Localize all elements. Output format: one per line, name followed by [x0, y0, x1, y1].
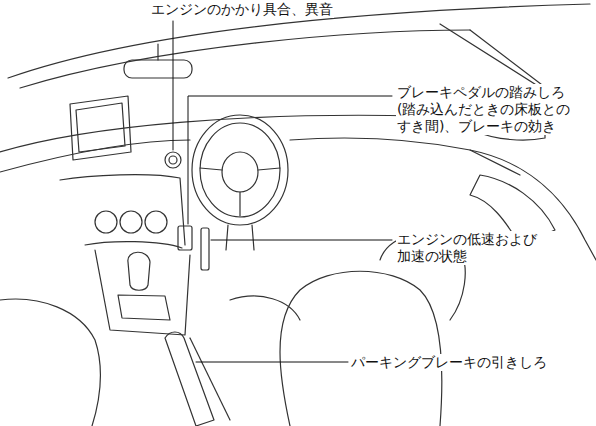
shift-lever [128, 252, 150, 290]
seat-cushion [230, 296, 300, 320]
start-button [165, 152, 181, 168]
parking-brake-lever [165, 332, 214, 426]
steering-spokes [200, 168, 280, 216]
center-stack-lower [85, 242, 182, 248]
display-screen [70, 96, 131, 160]
brake-pedal [178, 226, 192, 250]
callout-label: パーキングブレーキの引きしろ [350, 354, 548, 371]
steering-column [226, 225, 254, 250]
dashboard-right [290, 138, 520, 175]
rear-mirror [124, 60, 192, 78]
leader-line [188, 96, 392, 224]
display-inner [76, 103, 125, 152]
steering-hub [222, 152, 258, 192]
start-button-inner [169, 156, 177, 164]
steering-wheel-inner [200, 123, 280, 217]
knob [120, 211, 142, 233]
mirror-stem [157, 44, 158, 60]
parking-brake-boot [190, 338, 230, 420]
knob [145, 211, 167, 233]
leader-line [196, 362, 348, 363]
passenger-seat [0, 299, 101, 426]
center-stack [60, 175, 185, 245]
driver-seat [280, 271, 442, 426]
steering-wheel [192, 115, 288, 225]
dashboard-line [0, 140, 190, 172]
shift-gate [118, 295, 170, 320]
callout-label: エンジンの低速および 加速の状態 [396, 231, 564, 265]
accelerator-pedal [201, 228, 209, 270]
leader-line [173, 21, 174, 150]
leader-line [211, 240, 392, 241]
callout-label: ブレーキペダルの踏みしろ (踏み込んだときの床板との すき間)、ブレーキの効き [396, 84, 592, 135]
center-console [95, 250, 190, 335]
callout-label: エンジンのかかり具合、異音 [150, 1, 334, 18]
windshield-edge [20, 30, 470, 88]
leader-lines [173, 21, 392, 362]
knob [95, 211, 117, 233]
